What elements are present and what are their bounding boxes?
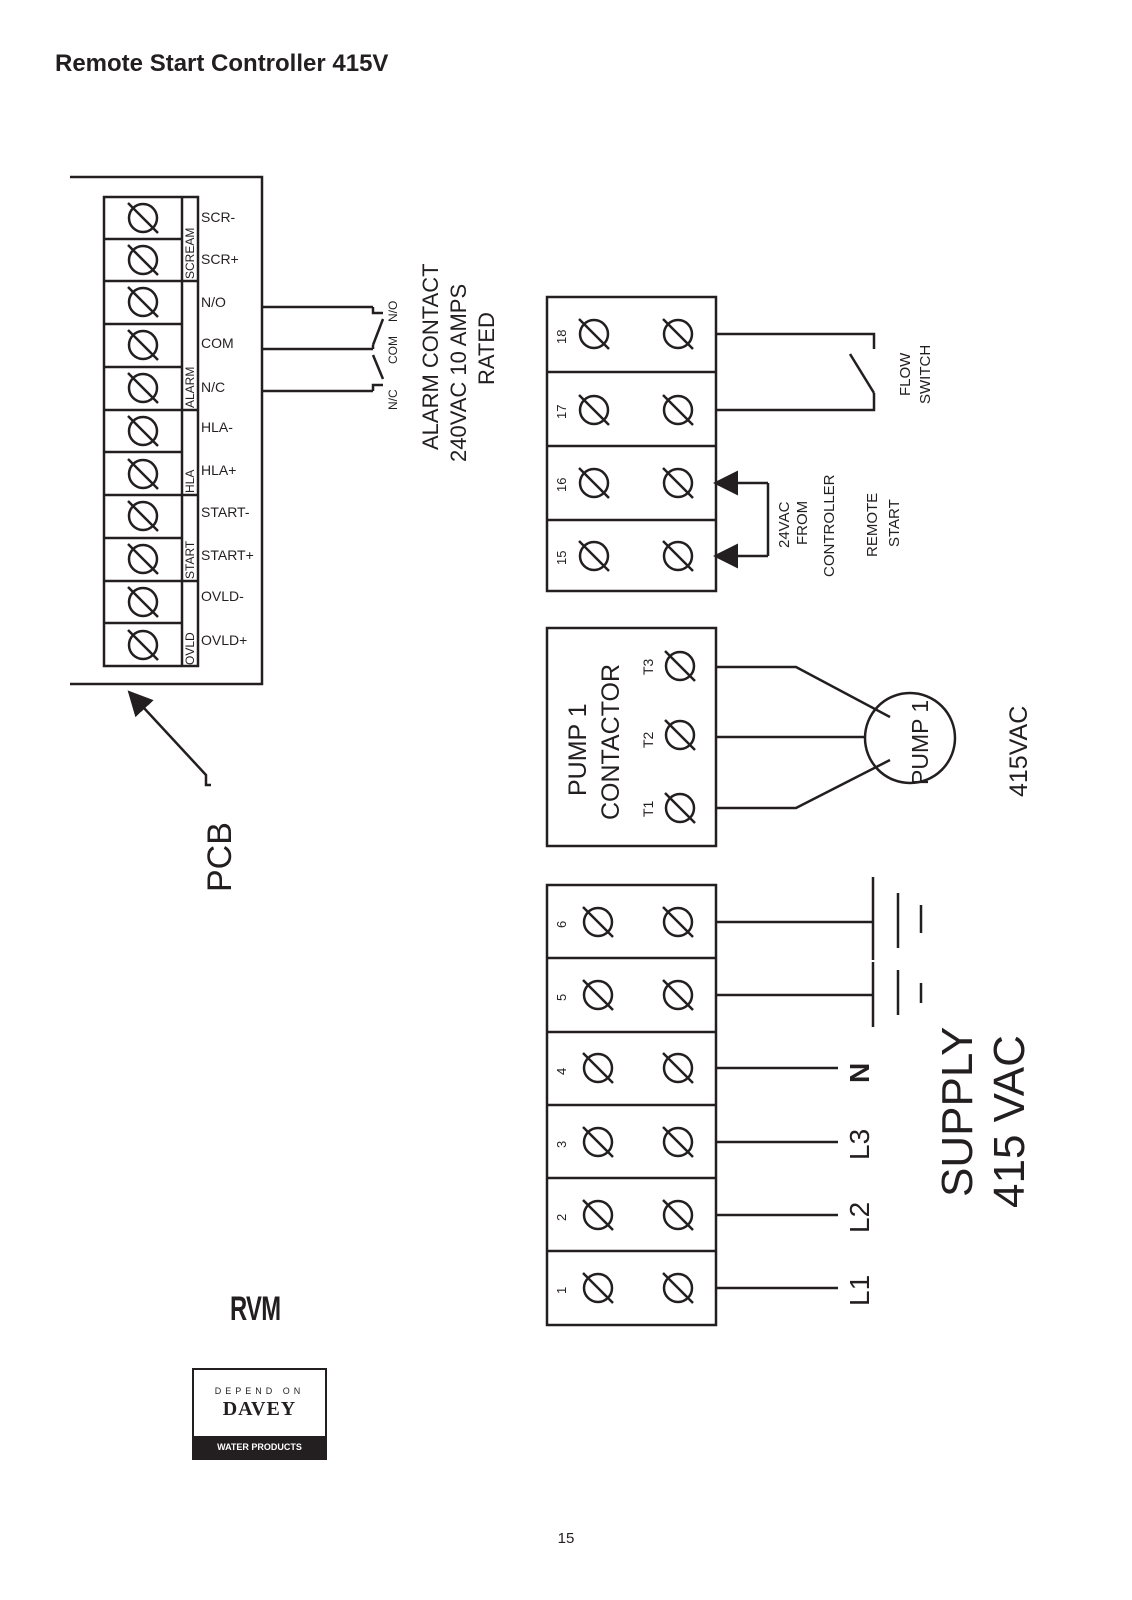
pcb-terminal-dividers [104, 237, 182, 625]
pcb-group-label: ALARM [183, 367, 197, 408]
pcb-terminal-strip [102, 195, 200, 668]
from-controller-line-3: CONTROLLER [821, 474, 838, 577]
motor-voltage: 415VAC [1005, 706, 1033, 797]
page-number: 15 [557, 1530, 575, 1547]
supply-label-line-2: 415 VAC [985, 1035, 1034, 1208]
logo-tagline: DEPEND ON [214, 1386, 305, 1396]
from-controller-line-1: 24VAC [776, 501, 793, 548]
pcb-terminal-labels: SCR- SCR+ N/O COM N/C HLA- HLA+ START- S… [201, 209, 254, 648]
alarm-contact-title: ALARM CONTACT [418, 263, 443, 450]
earth-symbol-terminal-6 [871, 877, 923, 960]
pump-motor: PUMP 1 415VAC [863, 691, 1033, 797]
supply-terminal-block: 1 2 3 4 5 6 L1 L2 L3 N SUPPLY 4 [545, 877, 1034, 1327]
pcb-group-dividers [182, 279, 198, 583]
earth-symbol-terminal-5 [871, 962, 923, 1027]
pcb-terminal-label: COM [201, 335, 234, 351]
alarm-contact-label-no: N/O [386, 301, 400, 322]
logo-subtitle: WATER PRODUCTS [194, 1436, 325, 1458]
pcb-screws [126, 201, 160, 662]
terminal-number: 15 [554, 551, 569, 565]
terminal-number: 4 [554, 1068, 569, 1075]
flow-switch-line-2: SWITCH [917, 345, 934, 404]
terminal-number: 17 [554, 405, 569, 419]
from-controller-line-2: FROM [794, 501, 811, 545]
pcb-group-label: SCREAM [183, 228, 197, 279]
line-label-l2: L2 [844, 1202, 875, 1233]
pcb-group-labels: SCREAM ALARM HLA START OVLD [183, 228, 197, 665]
pump-contactor: T1 T2 T3 PUMP 1 CONTACTOR [545, 626, 891, 848]
terminal-number: 18 [554, 330, 569, 344]
pcb-terminal-label: N/C [201, 379, 225, 395]
terminal-number: 3 [554, 1141, 569, 1148]
flow-switch-line-1: FLOW [897, 352, 914, 396]
remote-start-line-1: REMOTE [864, 493, 881, 557]
alarm-contact-label-nc: N/C [386, 389, 400, 410]
davey-logo: DEPEND ON DAVEY WATER PRODUCTS [192, 1368, 327, 1460]
motor-label: PUMP 1 [907, 700, 933, 785]
contactor-title-line-1: PUMP 1 [564, 703, 592, 796]
pcb-group-label: HLA [183, 470, 197, 493]
pcb-terminal-label: OVLD+ [201, 632, 247, 648]
pcb-terminal-label: HLA+ [201, 462, 236, 478]
terminal-number: 1 [554, 1287, 569, 1294]
contactor-terminal-t3: T3 [640, 658, 656, 675]
alarm-contact-rating: 240VAC 10 AMPS [446, 284, 471, 462]
contactor-title-line-2: CONTACTOR [597, 664, 625, 820]
line-label-l3: L3 [844, 1129, 875, 1160]
terminal-number: 2 [554, 1214, 569, 1221]
contactor-terminal-t1: T1 [640, 800, 656, 817]
terminal-number: 16 [554, 478, 569, 492]
pcb-group-label: OVLD [183, 632, 197, 665]
pcb-terminal-label: SCR+ [201, 251, 239, 267]
contactor-terminal-t2: T2 [640, 731, 656, 748]
line-label-n: N [844, 1063, 875, 1083]
logo-name: DAVEY [222, 1398, 297, 1420]
pcb-terminal-label: OVLD- [201, 588, 244, 604]
pcb-group-label: START [183, 540, 197, 579]
control-terminal-block: 15 16 17 18 24VAC FROM CONTROLLER REMOTE… [545, 295, 934, 593]
pcb-board: SCR- SCR+ N/O COM N/C HLA- HLA+ START- S… [70, 175, 264, 892]
alarm-contact-rated: RATED [474, 312, 499, 385]
pcb-terminal-label: START+ [201, 547, 254, 563]
remote-start-line-2: START [886, 499, 903, 547]
alarm-contact-label-com: COM [386, 336, 400, 364]
pcb-terminal-label: START- [201, 504, 250, 520]
model-logo: RVM [230, 1290, 281, 1328]
alarm-contact: N/O COM N/C ALARM CONTACT 240VAC 10 AMPS… [262, 263, 499, 462]
terminal-number: 6 [554, 921, 569, 928]
terminal-number: 5 [554, 994, 569, 1001]
pcb-label: PCB [201, 822, 239, 892]
pcb-pointer-arrow [127, 690, 211, 787]
pcb-terminal-label: N/O [201, 294, 226, 310]
page-title: Remote Start Controller 415V [55, 50, 389, 77]
supply-label-line-1: SUPPLY [933, 1027, 982, 1197]
line-label-l1: L1 [844, 1275, 875, 1306]
pcb-terminal-label: SCR- [201, 209, 236, 225]
pcb-terminal-label: HLA- [201, 419, 233, 435]
